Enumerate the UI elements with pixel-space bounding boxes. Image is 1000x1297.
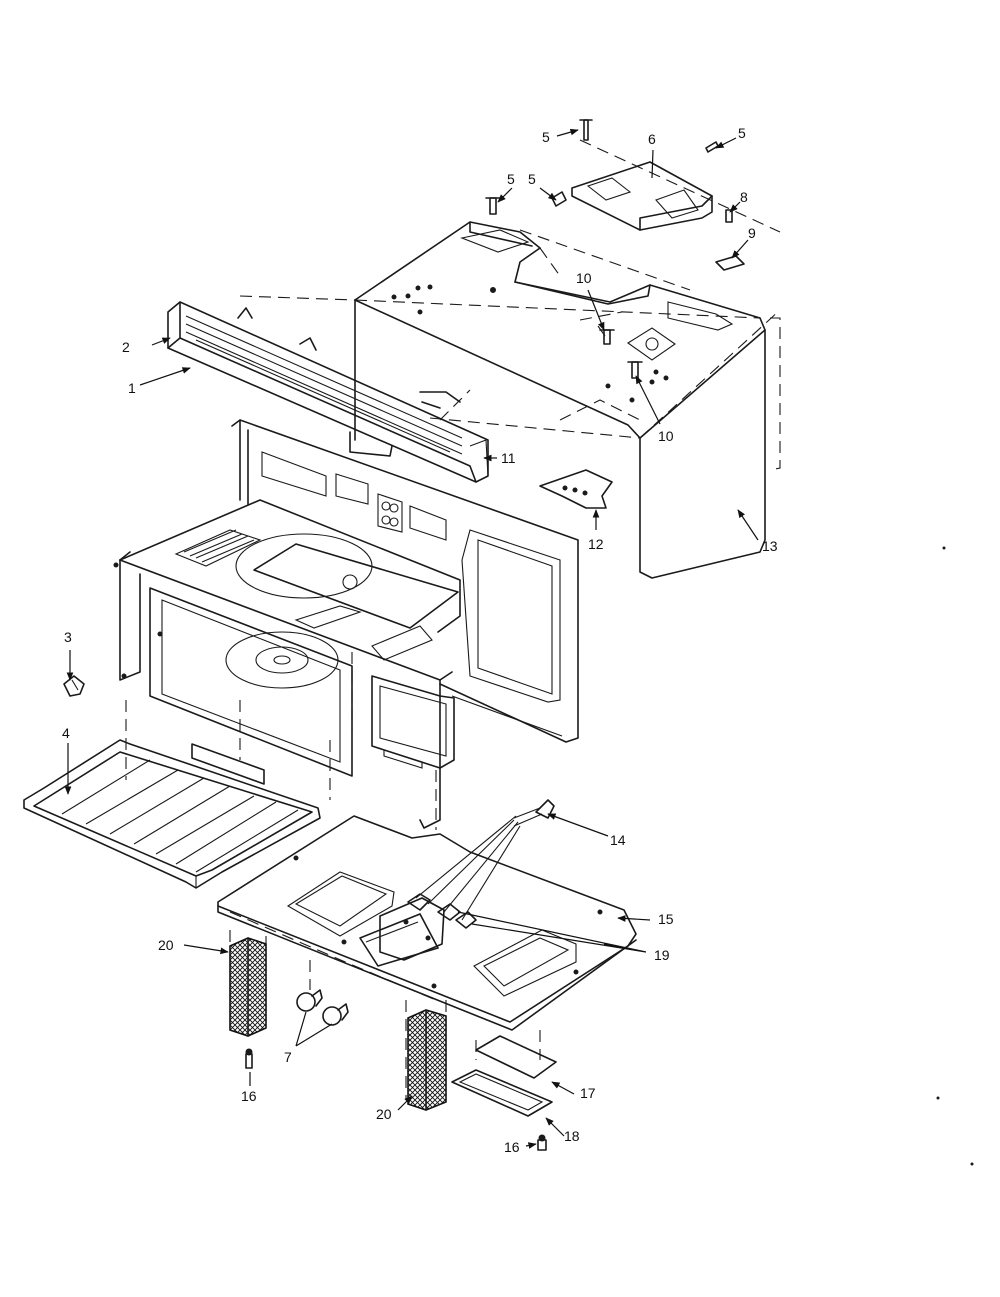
outer-cabinet [354, 221, 766, 579]
callout-20a: 20 [158, 937, 174, 953]
callout-5a: 5 [542, 129, 550, 145]
callout-17: 17 [580, 1085, 596, 1101]
callout-18: 18 [564, 1128, 580, 1144]
callout-5c: 5 [507, 171, 515, 187]
margin-marks [936, 546, 974, 1166]
lens-frame [451, 1069, 553, 1117]
callout-5d: 5 [528, 171, 536, 187]
side-bracket [539, 469, 613, 509]
callout-14: 14 [610, 832, 626, 848]
callout-labels: 1 2 3 4 5 5 5 5 6 8 9 10 10 11 12 13 14 … [62, 125, 778, 1155]
callout-2: 2 [122, 339, 130, 355]
lens [475, 1035, 557, 1079]
callout-10b: 10 [658, 428, 674, 444]
leader-lines [64, 128, 759, 1149]
callout-20b: 20 [376, 1106, 392, 1122]
callout-5b: 5 [738, 125, 746, 141]
callout-16a: 16 [241, 1088, 257, 1104]
vent-grille [167, 301, 489, 483]
callout-10a: 10 [576, 270, 592, 286]
wire-harness [407, 799, 555, 929]
top-bracket [571, 161, 713, 231]
front-label [191, 743, 265, 785]
callout-9: 9 [748, 225, 756, 241]
rack [23, 739, 321, 889]
callout-4: 4 [62, 725, 70, 741]
lower-projection-lines [229, 911, 541, 1100]
callout-12: 12 [588, 536, 604, 552]
callout-6: 6 [648, 131, 656, 147]
callout-15: 15 [658, 911, 674, 927]
lamps [296, 989, 349, 1026]
callout-11: 11 [501, 450, 516, 466]
oven-cavity [113, 419, 579, 829]
mid-projection-lines [125, 652, 437, 830]
filter-left [229, 937, 267, 1037]
callout-7: 7 [284, 1049, 292, 1065]
callout-3: 3 [64, 629, 72, 645]
callout-19: 19 [654, 947, 670, 963]
callout-13: 13 [762, 538, 778, 554]
upper-projection-lines [239, 139, 781, 471]
filter-right [407, 1009, 447, 1111]
base-plate [217, 815, 637, 1031]
callout-8: 8 [740, 189, 748, 205]
latch [63, 675, 85, 697]
callout-16b: 16 [504, 1139, 520, 1155]
callout-1: 1 [128, 380, 136, 396]
